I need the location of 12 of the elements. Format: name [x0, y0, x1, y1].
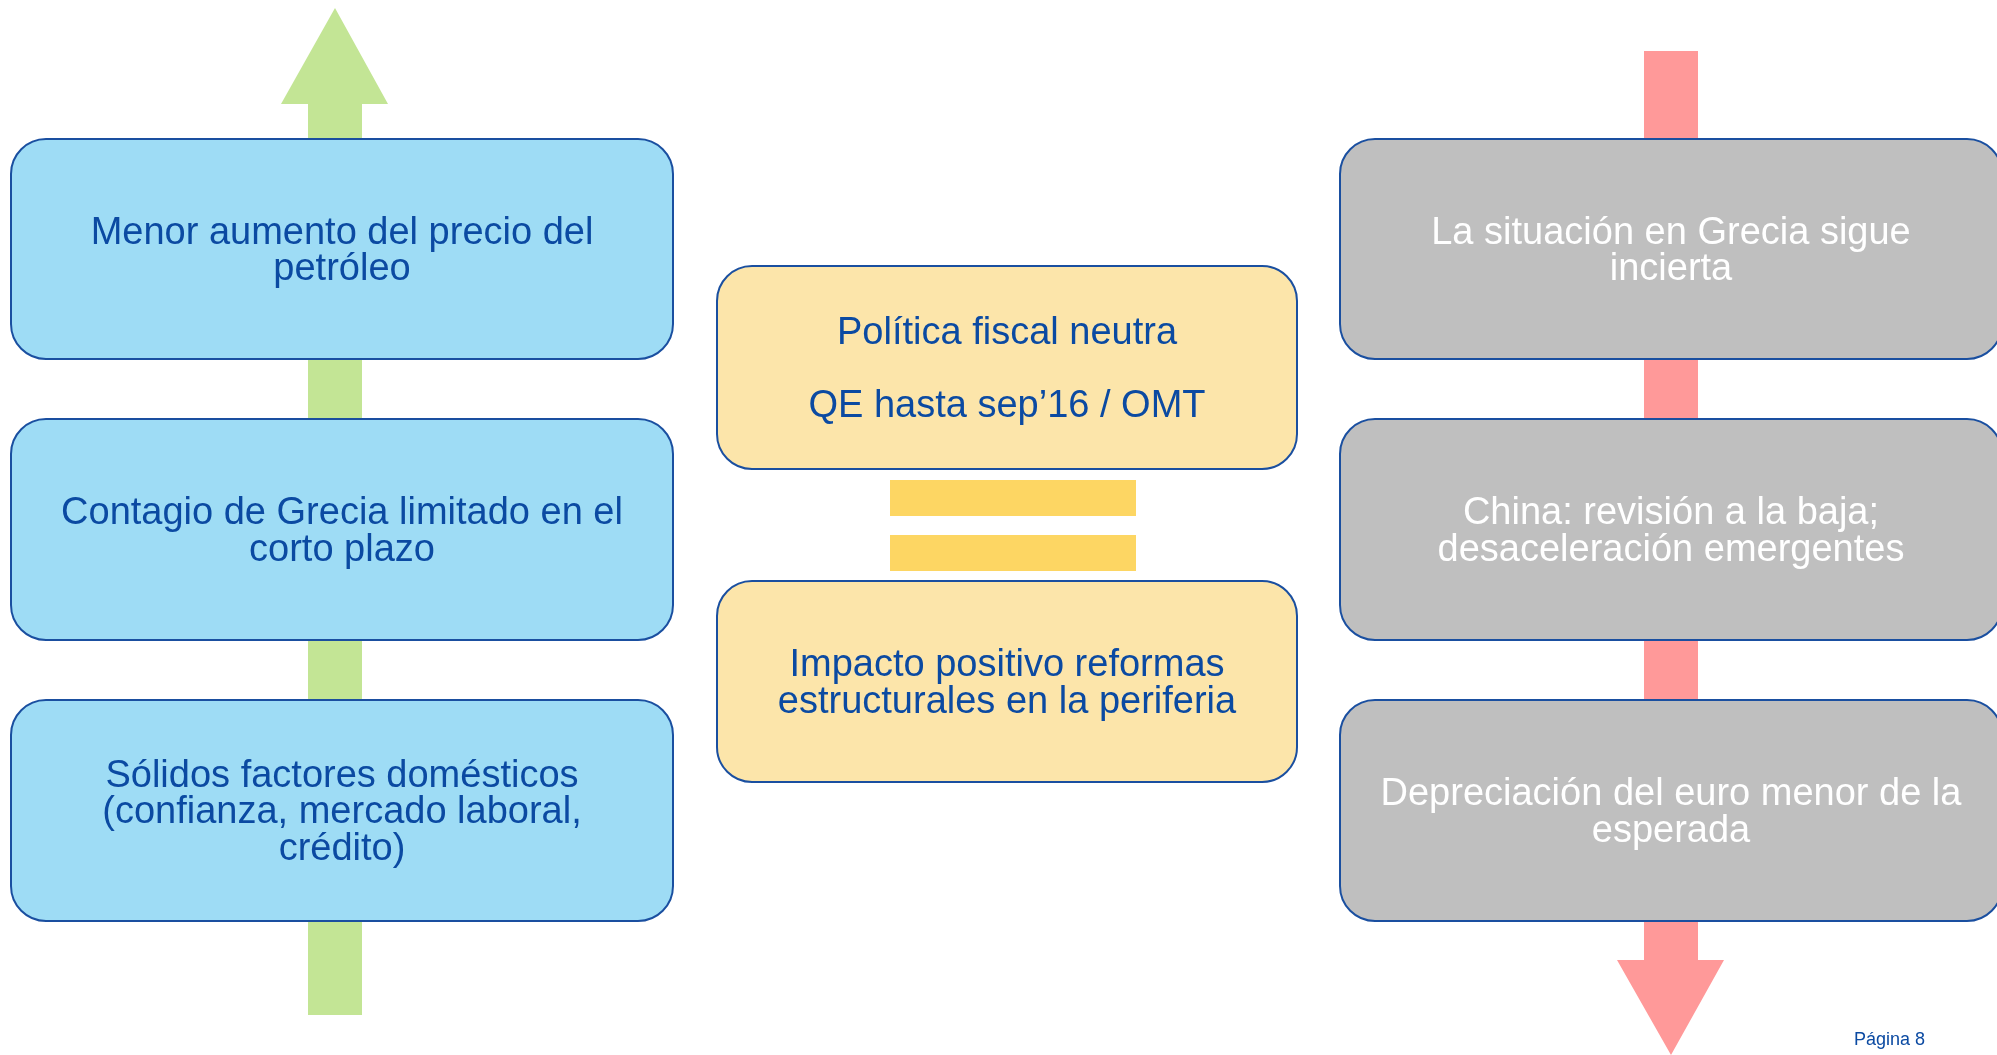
- text-box: [1339, 418, 1997, 641]
- text-box: [716, 580, 1298, 783]
- text-box: [10, 699, 674, 922]
- page-number: Página 8: [1854, 1028, 1926, 1050]
- box-text: Política fiscal neutra: [836, 313, 1178, 350]
- text-box: [1339, 699, 1997, 922]
- box-text: Menor aumento del precio del petróleo: [89, 212, 595, 286]
- text-box: [1339, 138, 1997, 360]
- box-text: La situación en Grecia sigue incierta: [1430, 212, 1912, 286]
- text-box: [716, 265, 1298, 470]
- text-box: [10, 138, 674, 360]
- text-box: [10, 418, 674, 641]
